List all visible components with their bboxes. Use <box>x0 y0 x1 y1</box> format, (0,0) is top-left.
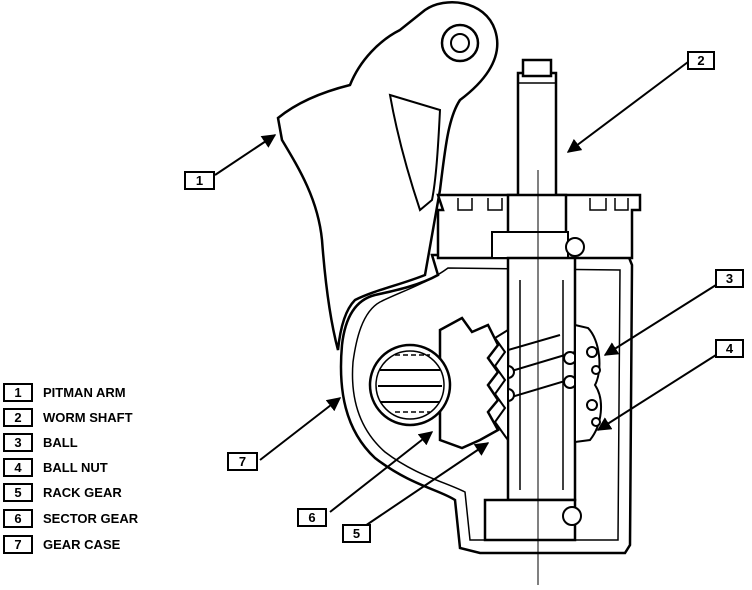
legend-item-4: 4 BALL NUT <box>3 458 108 477</box>
legend-number: 4 <box>14 460 22 475</box>
worm-shaft <box>483 58 577 585</box>
callout-7: 7 <box>227 452 258 471</box>
callout-6-label: 6 <box>308 510 315 525</box>
callout-5-label: 5 <box>353 526 360 541</box>
legend: 1 PITMAN ARM 2 WORM SHAFT 3 BALL 4 BALL … <box>3 383 139 554</box>
legend-number: 3 <box>14 435 21 450</box>
legend-label: WORM SHAFT <box>43 410 133 425</box>
callout-3-label: 3 <box>726 271 733 286</box>
callout-2-label: 2 <box>697 53 704 68</box>
legend-label: RACK GEAR <box>43 485 122 500</box>
legend-number: 1 <box>14 385 21 400</box>
legend-label: BALL <box>43 435 78 450</box>
legend-item-6: 6 SECTOR GEAR <box>3 509 139 528</box>
legend-number: 6 <box>14 511 21 526</box>
ball-nut <box>574 323 602 444</box>
callout-2: 2 <box>687 51 715 70</box>
sector-gear <box>368 316 500 450</box>
ball <box>565 237 585 257</box>
legend-number: 5 <box>14 485 21 500</box>
callout-1: 1 <box>184 171 215 190</box>
ball <box>562 506 582 526</box>
callout-6: 6 <box>297 508 327 527</box>
leader-lines <box>214 61 717 529</box>
legend-label: BALL NUT <box>43 460 108 475</box>
legend-item-2: 2 WORM SHAFT <box>3 408 133 427</box>
legend-item-3: 3 BALL <box>3 433 78 452</box>
legend-label: PITMAN ARM <box>43 385 126 400</box>
legend-item-7: 7 GEAR CASE <box>3 535 121 554</box>
legend-label: SECTOR GEAR <box>43 511 139 526</box>
callout-4: 4 <box>715 339 744 358</box>
pitman-arm <box>276 1 499 351</box>
legend-number: 2 <box>14 410 21 425</box>
callout-4-label: 4 <box>726 341 734 356</box>
callout-5: 5 <box>342 524 371 543</box>
legend-item-1: 1 PITMAN ARM <box>3 383 126 402</box>
rack-gear <box>493 328 509 443</box>
legend-number: 7 <box>14 537 21 552</box>
callout-7-label: 7 <box>239 454 246 469</box>
callout-3: 3 <box>715 269 744 288</box>
legend-item-5: 5 RACK GEAR <box>3 483 122 502</box>
legend-label: GEAR CASE <box>43 537 121 552</box>
callout-1-label: 1 <box>196 173 203 188</box>
